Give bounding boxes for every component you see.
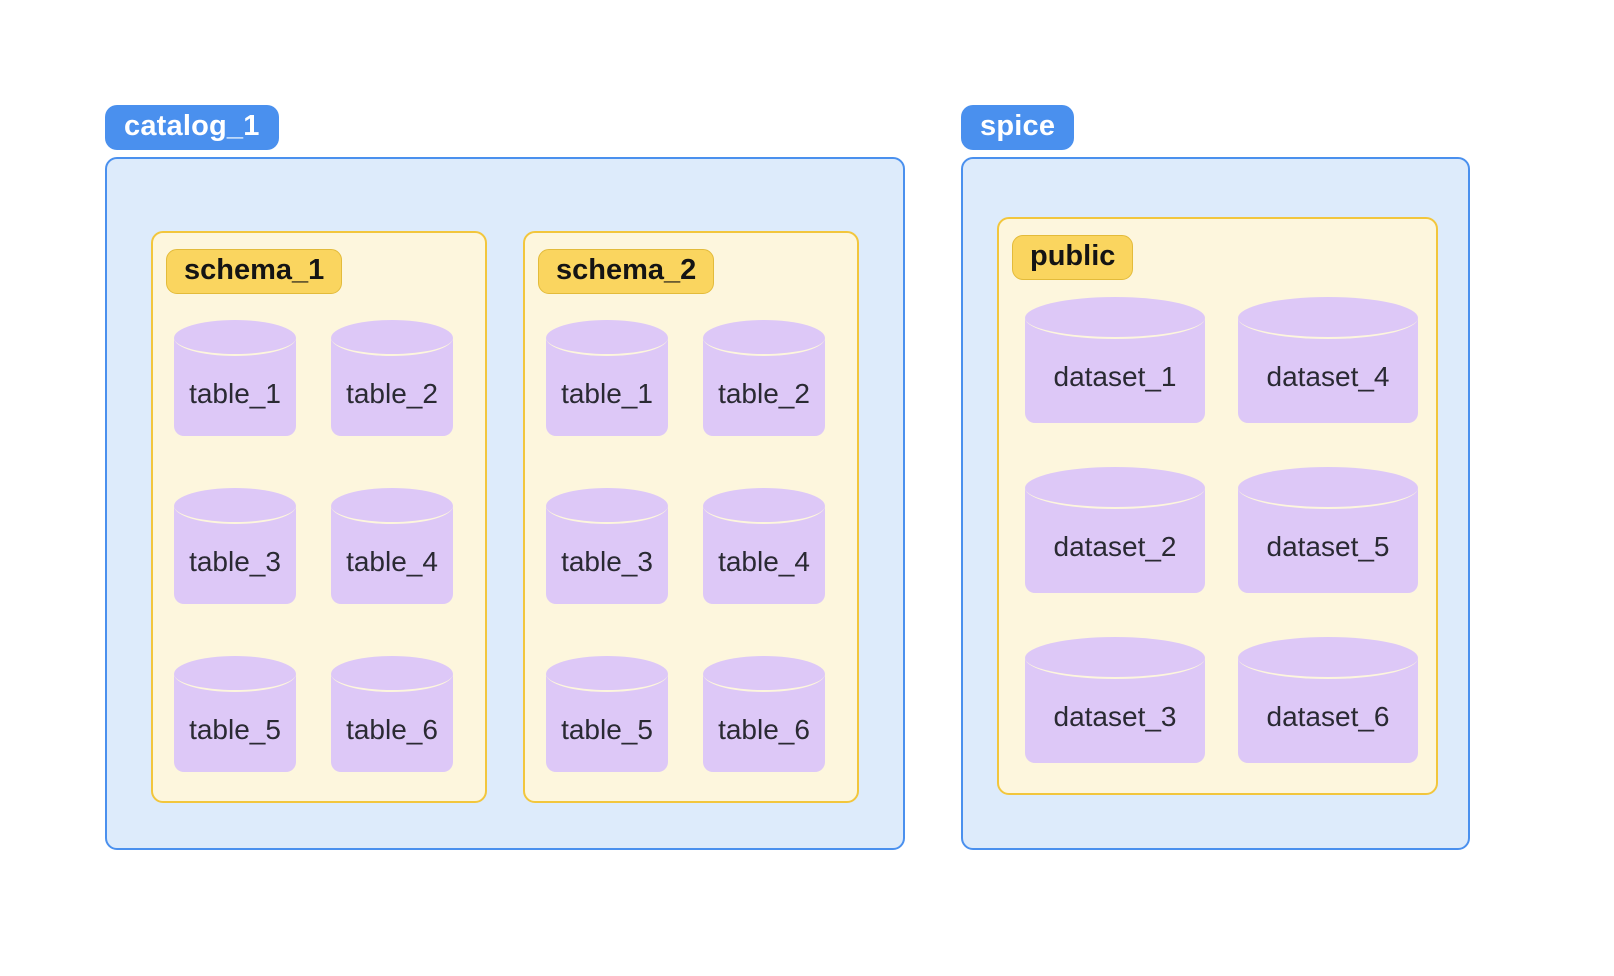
table-cylinder[interactable]: table_6: [331, 656, 453, 772]
catalog-body-catalog_1: schema_1 table_1 table_2 table_3: [105, 157, 905, 850]
cylinder-top-ellipse: [174, 488, 296, 524]
dataset-cylinder[interactable]: dataset_1: [1025, 297, 1205, 423]
cylinder-top-ellipse: [1025, 637, 1205, 679]
catalog-tag-catalog_1[interactable]: catalog_1: [105, 105, 279, 150]
schema-panel-schema_1: schema_1 table_1 table_2 table_3: [151, 231, 487, 803]
schema-tag-schema_1[interactable]: schema_1: [166, 249, 343, 294]
cylinder-label: dataset_6: [1266, 701, 1390, 732]
cylinder-top-ellipse: [331, 320, 453, 356]
dataset-cylinder[interactable]: dataset_3: [1025, 637, 1205, 763]
schema-tag-public[interactable]: public: [1012, 235, 1134, 280]
cylinder-top-ellipse: [1025, 467, 1205, 509]
cylinder-label: table_2: [346, 378, 438, 409]
cylinder-top-ellipse: [703, 320, 825, 356]
cylinder-label: table_3: [189, 546, 281, 577]
catalog-group-catalog_1: catalog_1 schema_1 table_1 table_2: [105, 105, 905, 850]
dataset-cylinder[interactable]: dataset_6: [1238, 637, 1418, 763]
cylinder-label: dataset_5: [1266, 531, 1390, 562]
cylinder-top-ellipse: [174, 656, 296, 692]
cylinder-label: table_5: [561, 714, 653, 745]
table-cylinder[interactable]: table_5: [546, 656, 668, 772]
cylinder-label: table_1: [561, 378, 653, 409]
cylinder-label: table_4: [346, 546, 438, 577]
table-cylinder[interactable]: table_4: [331, 488, 453, 604]
cylinder-label: table_3: [561, 546, 653, 577]
table-cylinder[interactable]: table_5: [174, 656, 296, 772]
cylinder-label: table_1: [189, 378, 281, 409]
cylinder-top-ellipse: [331, 488, 453, 524]
schema-panel-public: public dataset_1 dataset_4 dataset_2: [997, 217, 1438, 795]
cylinder-label: table_6: [718, 714, 810, 745]
cylinder-top-ellipse: [546, 320, 668, 356]
cylinder-top-ellipse: [1238, 637, 1418, 679]
cylinder-top-ellipse: [1238, 467, 1418, 509]
cylinder-label: table_2: [718, 378, 810, 409]
dataset-cylinder[interactable]: dataset_2: [1025, 467, 1205, 593]
table-cylinder[interactable]: table_1: [546, 320, 668, 436]
cylinder-top-ellipse: [546, 656, 668, 692]
schema-panel-schema_2: schema_2 table_1 table_2 table_3: [523, 231, 859, 803]
schema-tag-schema_2[interactable]: schema_2: [538, 249, 715, 294]
catalog-body-spice: public dataset_1 dataset_4 dataset_2: [961, 157, 1470, 850]
cylinder-top-ellipse: [703, 488, 825, 524]
cylinder-label: dataset_4: [1266, 361, 1390, 392]
cylinder-top-ellipse: [331, 656, 453, 692]
cylinder-label: table_6: [346, 714, 438, 745]
dataset-cylinder[interactable]: dataset_4: [1238, 297, 1418, 423]
catalog-group-spice: spice public dataset_1 dataset_4: [961, 105, 1470, 850]
table-cylinder[interactable]: table_1: [174, 320, 296, 436]
table-cylinder[interactable]: table_4: [703, 488, 825, 604]
cylinder-top-ellipse: [1238, 297, 1418, 339]
cylinder-label: table_4: [718, 546, 810, 577]
cylinder-top-ellipse: [1025, 297, 1205, 339]
cylinder-label: table_5: [189, 714, 281, 745]
table-cylinder[interactable]: table_2: [331, 320, 453, 436]
cylinder-label: dataset_1: [1053, 361, 1177, 392]
table-cylinder[interactable]: table_6: [703, 656, 825, 772]
cylinder-top-ellipse: [546, 488, 668, 524]
table-cylinder[interactable]: table_3: [174, 488, 296, 604]
catalog-tag-spice[interactable]: spice: [961, 105, 1075, 150]
table-cylinder[interactable]: table_3: [546, 488, 668, 604]
cylinder-top-ellipse: [703, 656, 825, 692]
dataset-cylinder[interactable]: dataset_5: [1238, 467, 1418, 593]
cylinder-top-ellipse: [174, 320, 296, 356]
table-cylinder[interactable]: table_2: [703, 320, 825, 436]
cylinder-label: dataset_2: [1053, 531, 1177, 562]
cylinder-label: dataset_3: [1053, 701, 1177, 732]
